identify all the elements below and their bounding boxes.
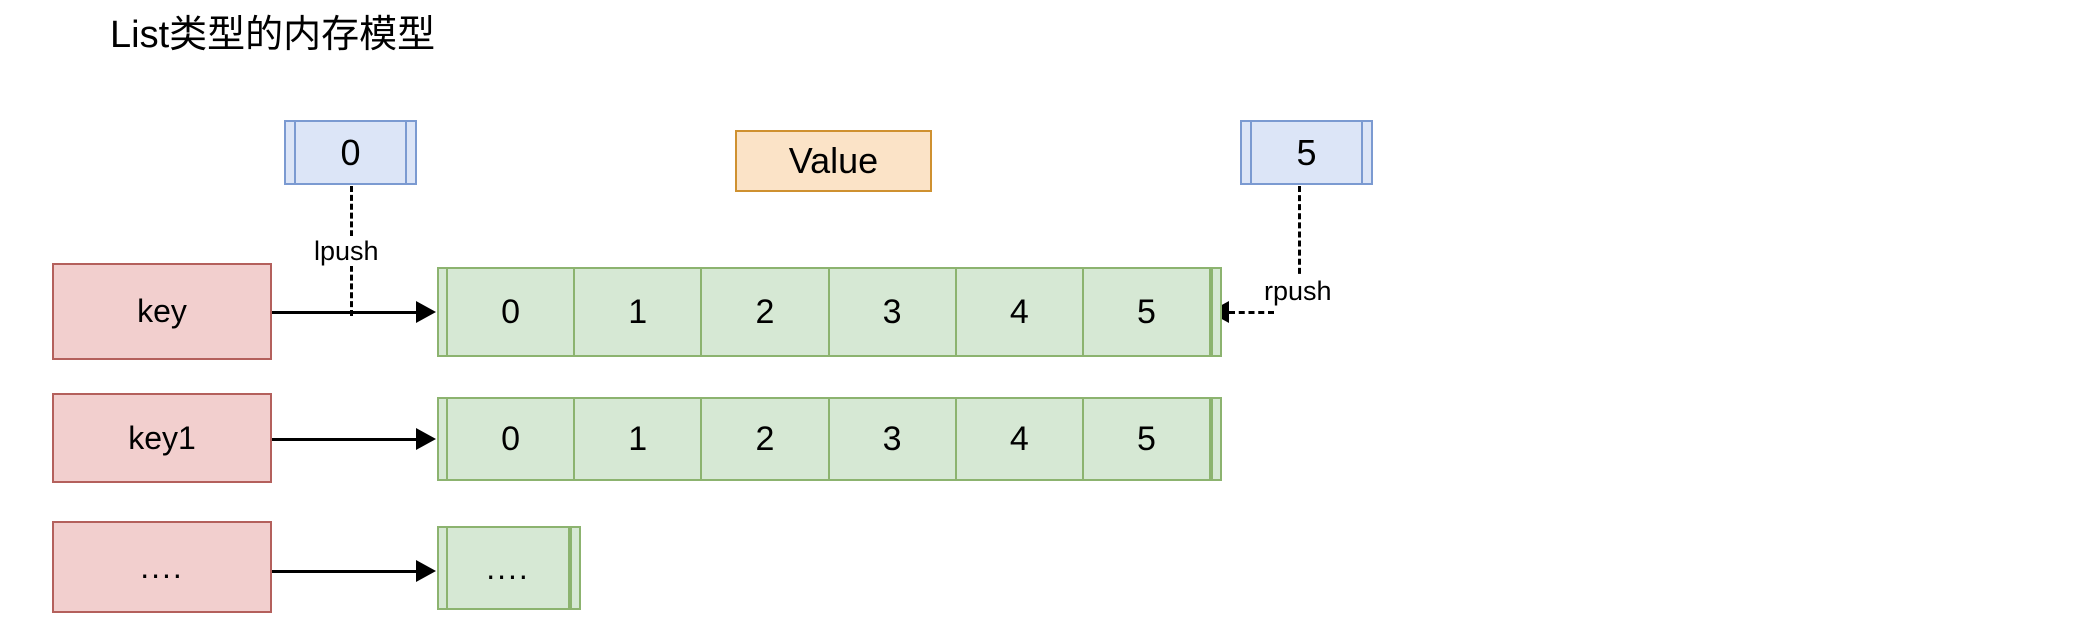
lpush-source-box: 0 bbox=[284, 120, 417, 185]
key-box-row-0: key bbox=[52, 263, 272, 360]
list-cell-row-1-3: 3 bbox=[827, 399, 957, 479]
list-cell-row-0-2: 2 bbox=[700, 269, 830, 355]
list-right-cap-row-2 bbox=[570, 528, 579, 608]
rpush-source-box: 5 bbox=[1240, 120, 1373, 185]
key-to-list-arrowhead-row-1 bbox=[416, 428, 436, 450]
key-to-list-arrowhead-row-0 bbox=[416, 301, 436, 323]
list-box-row-1: 0 1 2 3 4 5 bbox=[437, 397, 1222, 481]
list-cell-row-1-4: 4 bbox=[954, 399, 1084, 479]
list-box-row-2: .... bbox=[437, 526, 581, 610]
list-cell-row-0-1: 1 bbox=[573, 269, 703, 355]
key-to-list-line-row-0 bbox=[272, 311, 418, 314]
list-cell-row-0-5: 5 bbox=[1081, 269, 1212, 355]
lpush-source-left-edge bbox=[286, 122, 296, 183]
key-to-list-line-row-1 bbox=[272, 438, 418, 441]
lpush-label: lpush bbox=[312, 236, 381, 266]
list-cell-row-0-0: 0 bbox=[446, 269, 576, 355]
lpush-source-value: 0 bbox=[340, 131, 361, 173]
lpush-source-right-edge bbox=[405, 122, 415, 183]
rpush-dashed-connector-vertical bbox=[1298, 186, 1301, 292]
list-cell-row-1-2: 2 bbox=[700, 399, 830, 479]
key-to-list-line-row-2 bbox=[272, 570, 418, 573]
rpush-source-value: 5 bbox=[1296, 131, 1317, 173]
list-right-cap-row-1 bbox=[1211, 399, 1220, 479]
key-box-row-2-label: .... bbox=[140, 548, 184, 585]
list-cell-row-0-3: 3 bbox=[827, 269, 957, 355]
rpush-dashed-connector-horizontal bbox=[1229, 311, 1274, 314]
key-box-row-2: .... bbox=[52, 521, 272, 613]
rpush-label: rpush bbox=[1262, 276, 1334, 306]
list-cell-row-0-4: 4 bbox=[954, 269, 1084, 355]
list-cell-row-1-5: 5 bbox=[1081, 399, 1212, 479]
key-to-list-arrowhead-row-2 bbox=[416, 560, 436, 582]
list-box-row-0: 0 1 2 3 4 5 bbox=[437, 267, 1222, 357]
key-box-row-1: key1 bbox=[52, 393, 272, 483]
list-cell-row-2-0: .... bbox=[446, 528, 570, 608]
list-cell-row-2-0-label: .... bbox=[486, 549, 530, 586]
value-legend-box: Value bbox=[735, 130, 932, 192]
list-cell-row-1-0: 0 bbox=[446, 399, 576, 479]
rpush-source-left-edge bbox=[1242, 122, 1252, 183]
page-title: List类型的内存模型 bbox=[110, 14, 436, 56]
list-cell-row-1-1: 1 bbox=[573, 399, 703, 479]
rpush-source-right-edge bbox=[1361, 122, 1371, 183]
list-right-cap-row-0 bbox=[1211, 269, 1220, 355]
